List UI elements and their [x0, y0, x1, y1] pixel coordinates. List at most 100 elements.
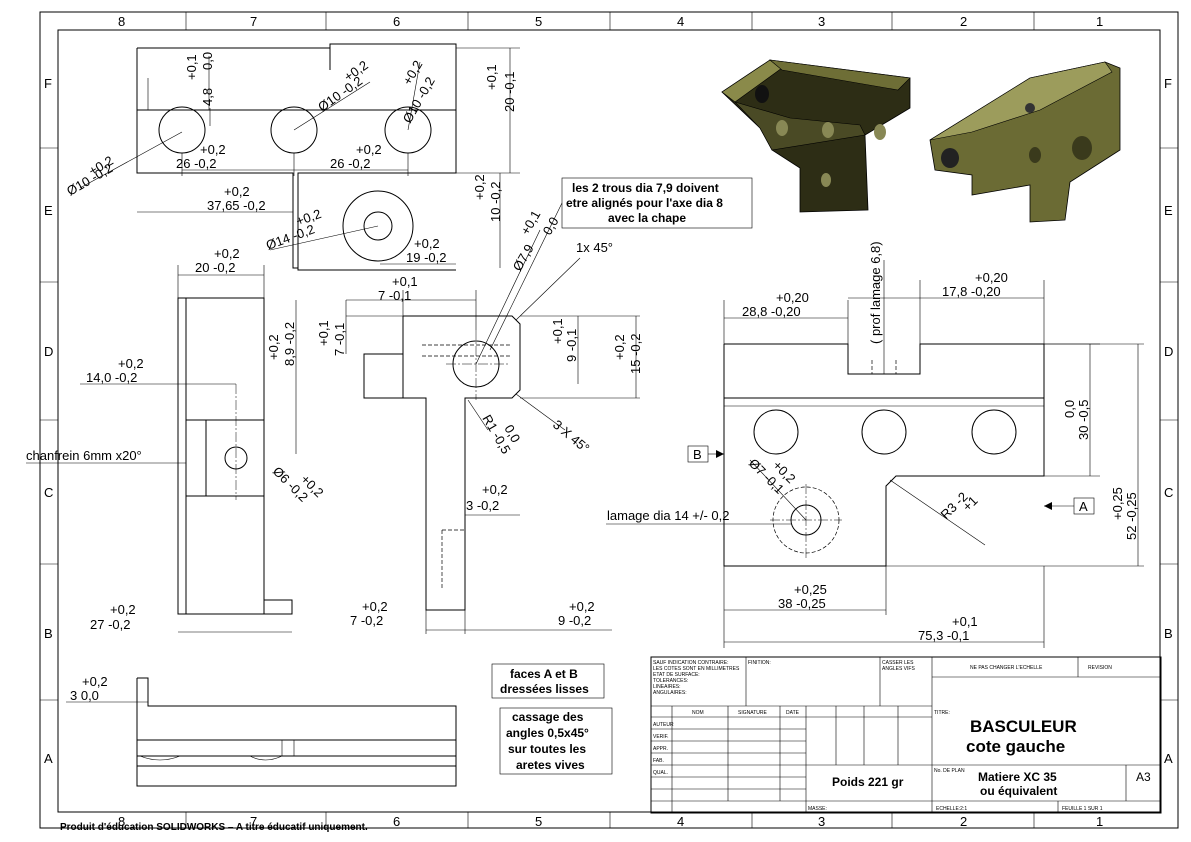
- mv-dim-79: Ø7,9: [510, 242, 537, 274]
- dim-26b-tol: +0,2: [356, 142, 382, 157]
- grid-col-2: 2: [960, 14, 967, 29]
- iso-view-2: [929, 61, 1121, 223]
- mv-dim-9bot-tol: +0,2: [569, 599, 595, 614]
- lv-dim-27-tol: +0,2: [110, 602, 136, 617]
- grid-col-3: 3: [818, 14, 825, 29]
- tb-sauf-2: LES COTES SONT EN MILLIMETRES: [653, 666, 740, 672]
- tb-casser-2: ANGLES VIFS: [882, 666, 915, 672]
- grid-row-A-right: A: [1164, 751, 1173, 766]
- grid-col-4: 4: [677, 14, 684, 29]
- mv-dim-79-tol1: +0,1: [518, 208, 544, 238]
- right-view: [606, 260, 1144, 648]
- tb-ne-pas: NE PAS CHANGER L'ECHELLE: [970, 665, 1043, 671]
- note-cassage-line4: aretes vives: [516, 758, 585, 772]
- note-cassage-line3: sur toutes les: [508, 742, 586, 756]
- dim-48-tol2: 0,0: [200, 52, 215, 70]
- note-holes-box: les 2 trous dia 7,9 doivent etre alignés…: [489, 177, 753, 351]
- rv-dim-288-tol: +0,20: [776, 290, 809, 305]
- rv-prof: ( prof lamage 6,8): [868, 241, 883, 344]
- mv-dim-9-tol: +0,1: [550, 318, 565, 344]
- grid-row-B: B: [44, 626, 53, 641]
- mv-dim-7bot: 7 -0,2: [350, 613, 383, 628]
- dim-20-tol: +0,1: [484, 64, 499, 90]
- tb-poids: Poids 221 gr: [832, 775, 904, 789]
- note-cassage-box: cassage des angles 0,5x45° sur toutes le…: [499, 707, 613, 775]
- footer-watermark: Produit d'éducation SOLIDWORKS – A titre…: [60, 822, 368, 833]
- tb-no-plan: No. DE PLAN: [934, 768, 965, 774]
- note-holes-line2: etre alignés pour l'axe dia 8: [566, 196, 723, 210]
- tb-revision: REVISION: [1088, 665, 1112, 671]
- mv-dim-7bot-tol: +0,2: [362, 599, 388, 614]
- grid-row-D: D: [44, 344, 53, 359]
- rv-dim-30: 30 -0,5: [1076, 400, 1091, 440]
- grid-row-D-right: D: [1164, 344, 1173, 359]
- grid-col-4-bottom: 4: [677, 814, 684, 829]
- grid-col-5: 5: [535, 14, 542, 29]
- note-faces-line1: faces A et B: [510, 667, 578, 681]
- note-cassage-line1: cassage des: [512, 710, 584, 724]
- dim-19-tol: +0,2: [414, 236, 440, 251]
- tb-row-qual: QUAL.: [653, 770, 668, 776]
- datum-a-box: [1073, 497, 1095, 515]
- tb-sauf-1: SAUF INDICATION CONTRAIRE:: [653, 660, 728, 666]
- grid-col-6-bottom: 6: [393, 814, 400, 829]
- lv-dim-20: 20 -0,2: [195, 260, 235, 275]
- top-view: [79, 43, 520, 271]
- dim-26a-tol: +0,2: [200, 142, 226, 157]
- datum-b-box: [687, 445, 709, 463]
- grid-col-8-bottom: 8: [118, 814, 125, 829]
- grid-row-E: E: [44, 203, 53, 218]
- note-faces-box: faces A et B dressées lisses: [491, 663, 605, 699]
- tb-masse: MASSE:: [808, 806, 827, 812]
- mv-dim-9bot: 9 -0,2: [558, 613, 591, 628]
- bv-dim-3-tol: +0,2: [82, 674, 108, 689]
- left-view: [26, 265, 297, 633]
- grid-col-5-bottom: 5: [535, 814, 542, 829]
- grid-col-7-bottom: 7: [250, 814, 257, 829]
- dim-10-tol: +0,2: [472, 174, 487, 200]
- rv-dim-38-tol: +0,25: [794, 582, 827, 597]
- tb-row-fab: FAB.: [653, 758, 664, 764]
- rv-dim-30-tol: 0,0: [1062, 400, 1077, 418]
- tb-matiere-line1: Matiere XC 35: [978, 770, 1057, 784]
- dim-48: 4,8: [200, 88, 215, 106]
- mv-dim-79-tol2: 0,0: [540, 214, 562, 237]
- tb-signature: SIGNATURE: [738, 710, 767, 716]
- mv-chamfer1: 1x 45°: [576, 240, 613, 255]
- grid-row-B-right: B: [1164, 626, 1173, 641]
- dim-3765-tol: +0,2: [224, 184, 250, 199]
- lv-dim-140: 14,0 -0,2: [86, 370, 137, 385]
- rv-dim-38: 38 -0,25: [778, 596, 826, 611]
- rv-dim-288: 28,8 -0,20: [742, 304, 801, 319]
- rv-dim-52: 52 -0,25: [1124, 492, 1139, 540]
- grid-row-C-right: C: [1164, 485, 1173, 500]
- grid-row-E-right: E: [1164, 203, 1173, 218]
- note-cassage-line2: angles 0,5x45°: [506, 726, 589, 740]
- rv-dim-753-tol: +0,1: [952, 614, 978, 629]
- mv-dim-7top: 7 -0,1: [378, 288, 411, 303]
- tb-row-verif: VERIF.: [653, 734, 669, 740]
- bv-dim-3: 3 0,0: [70, 688, 99, 703]
- note-holes-line3: avec la chape: [608, 211, 686, 225]
- zone-ticks: [40, 12, 1178, 828]
- dim-48-tol1: +0,1: [184, 54, 199, 80]
- lv-chamfer: chanfrein 6mm x20°: [26, 448, 142, 463]
- dim-26a: 26 -0,2: [176, 156, 216, 171]
- lv-dim-20-tol: +0,2: [214, 246, 240, 261]
- dim-19: 19 -0,2: [406, 250, 446, 265]
- mv-dim-7side-tol: +0,1: [316, 320, 331, 346]
- rv-datum-a: A: [1079, 499, 1088, 514]
- rv-dim-178-tol: +0,20: [975, 270, 1008, 285]
- grid-col-2-bottom: 2: [960, 814, 967, 829]
- grid-col-8: 8: [118, 14, 125, 29]
- inner-border: [57, 29, 1161, 813]
- grid-row-F-right: F: [1164, 76, 1172, 91]
- mv-dim-7side: 7 -0,1: [332, 323, 347, 356]
- top-hole-4: [342, 190, 414, 262]
- dim-20: 20 -0,1: [502, 72, 517, 112]
- tb-date: DATE: [786, 710, 800, 716]
- rv-dim-52-tol: +0,25: [1110, 487, 1125, 520]
- tb-nom: NOM: [692, 710, 704, 716]
- mv-dim-9: 9 -0,1: [564, 329, 579, 362]
- top-hole-1: [158, 106, 206, 154]
